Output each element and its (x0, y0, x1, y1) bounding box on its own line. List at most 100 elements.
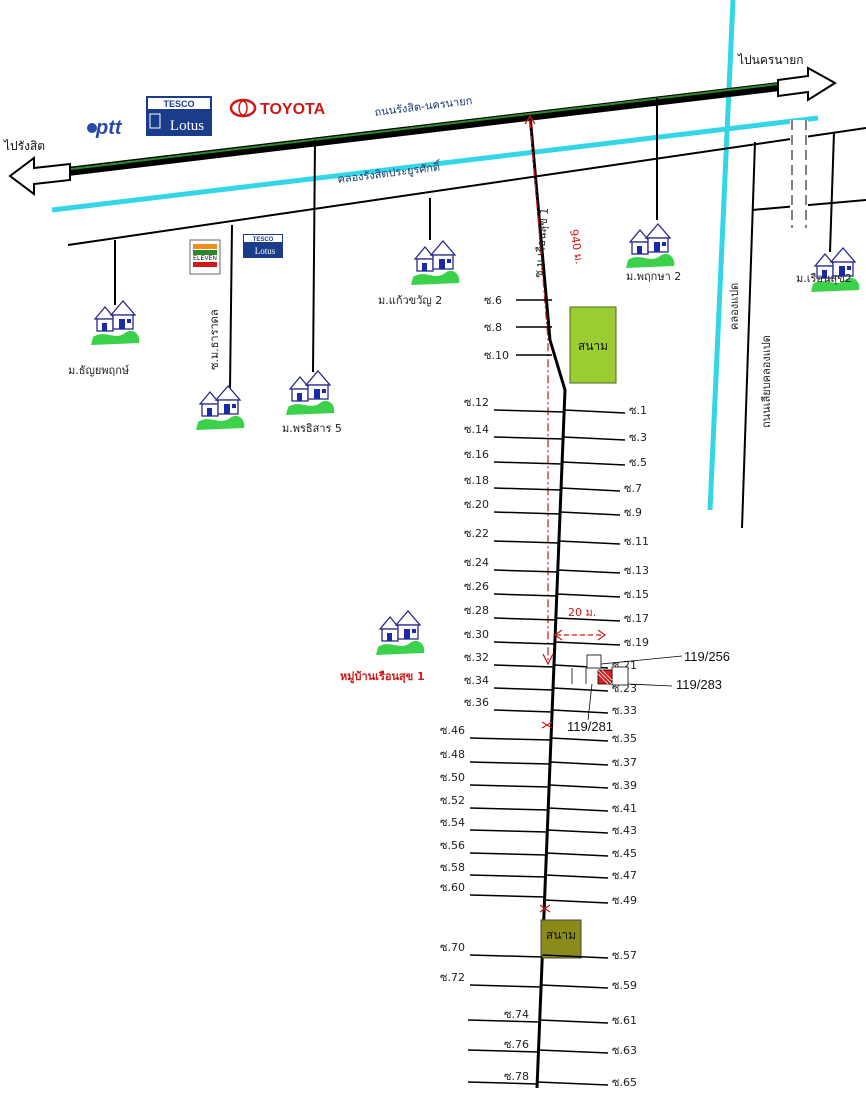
left-soi-label: ซ.72 (440, 971, 465, 984)
right-edge-road (829, 131, 835, 253)
house-119-283: 119/283 (676, 677, 722, 692)
arrow-to-rangsit (8, 156, 71, 196)
village-kaewkwan-label: ม.แก้วขวัญ 2 (378, 294, 442, 307)
village-kaewkwan-icon (410, 240, 460, 286)
right-soi-line (555, 617, 621, 622)
khlong-paet-label: คลองแปด (728, 283, 741, 330)
tesco-lotus-logo: TESCO Lotus (146, 96, 212, 136)
field-top (569, 306, 617, 384)
highway-label: ถนนรังสิต-นครนายก (374, 94, 473, 119)
left-soi-line (467, 1049, 539, 1053)
right-soi-line (541, 984, 609, 989)
left-soi-line (493, 664, 554, 668)
field-bottom-label: สนาม (546, 928, 576, 942)
left-soi-line (493, 569, 558, 573)
left-soi-line (469, 954, 543, 958)
left-soi-line (493, 617, 556, 621)
canal-label: คลองรังสิตประยูรศักดิ์ (337, 158, 443, 186)
right-soi-label: ซ.5 (629, 456, 647, 469)
left-soi-line (493, 461, 563, 465)
left-soi-line (469, 852, 547, 856)
village-pornsisan-icon (285, 370, 335, 416)
house-119-281: 119/281 (567, 719, 613, 734)
left-soi-line (493, 641, 555, 645)
right-soi-line (544, 899, 609, 904)
right-soi-line (557, 569, 621, 574)
left-soi-label: ซ.26 (464, 580, 489, 593)
tesco-text: TESCO (163, 99, 194, 109)
left-soi-label: ซ.22 (464, 527, 489, 540)
khlong-paet-road (741, 141, 756, 529)
left-soi-label: ซ.10 (484, 349, 509, 362)
left-soi-label: ซ.56 (440, 839, 465, 852)
right-soi-label: ซ.15 (624, 588, 649, 601)
left-soi-line (467, 1019, 540, 1023)
left-soi-label: ซ.50 (440, 771, 465, 784)
left-soi-line (493, 409, 565, 413)
left-soi-line (469, 874, 546, 878)
left-soi-label: ซ.18 (464, 474, 489, 487)
left-soi-group: ซ.6ซ.8ซ.10ซ.12ซ.14ซ.16ซ.18ซ.20ซ.22ซ.24ซ.… (440, 294, 565, 1085)
left-soi-label: ซ.70 (440, 941, 465, 954)
left-soi-label: ซ.32 (464, 651, 489, 664)
right-soi-label: ซ.47 (612, 869, 637, 882)
left-soi-label: ซ.28 (464, 604, 489, 617)
right-soi-line (553, 687, 609, 692)
tesco-small-text: TESCO (253, 237, 274, 243)
main-highway (29, 79, 801, 181)
arrow-to-nakhonnayok (777, 66, 837, 102)
left-soi-line (493, 436, 564, 440)
left-soi-label: ซ.60 (440, 881, 465, 894)
left-soi-label: ซ.6 (484, 294, 502, 307)
right-soi-label: ซ.61 (612, 1014, 637, 1027)
left-soi-label: ซ.46 (440, 724, 465, 737)
right-soi-label: ซ.17 (624, 612, 649, 625)
lotus-small-text: Lotus (255, 246, 276, 256)
left-soi-label: ซ.52 (440, 794, 465, 807)
village-thanya-label: ม.ธัญยพฤกษ์ (68, 364, 129, 377)
seven-eleven-logo: ELEVEN (189, 239, 221, 275)
village-pornsisan-label: ม.พรธิสาร 5 (282, 422, 342, 435)
right-soi-label: ซ.9 (624, 506, 642, 519)
right-soi-line (552, 709, 609, 714)
right-soi-label: ซ.63 (612, 1044, 637, 1057)
right-soi-line (537, 1081, 609, 1086)
left-soi-label: ซ.8 (484, 321, 502, 334)
left-soi-line (493, 540, 559, 544)
right-soi-line (561, 487, 621, 492)
main-soi-label: ซ.ม.เรือนสุข 1 (532, 207, 551, 278)
right-soi-line (538, 1049, 609, 1054)
right-soi-line (547, 829, 609, 834)
left-soi-label: ซ.14 (464, 423, 489, 436)
right-soi-line (549, 784, 609, 789)
left-soi-label: ซ.74 (504, 1008, 529, 1021)
tesco-lotus-small-logo: TESCO Lotus (243, 234, 283, 258)
side-road (751, 199, 866, 211)
left-soi-line (493, 709, 553, 713)
right-soi-group: ซ.1ซ.3ซ.5ซ.7ซ.9ซ.11ซ.13ซ.15ซ.17ซ.19ซ.21ซ… (537, 404, 649, 1089)
distance-line (529, 119, 549, 662)
left-soi-label: ซ.24 (464, 556, 489, 569)
left-soi-label: ซ.76 (504, 1038, 529, 1051)
left-soi-line (469, 984, 542, 988)
right-soi-label: ซ.43 (612, 824, 637, 837)
house-119-256: 119/256 (684, 649, 730, 664)
toyota-text: TOYOTA (260, 101, 326, 118)
road-pornsisan (312, 139, 316, 373)
frontage-road (67, 127, 866, 246)
left-soi-label: ซ.12 (464, 396, 489, 409)
left-soi-label: ซ.36 (464, 696, 489, 709)
left-soi-line (469, 894, 545, 898)
right-soi-label: ซ.41 (612, 802, 637, 815)
left-soi-line (493, 487, 562, 491)
right-soi-line (551, 737, 609, 742)
right-soi-label: ซ.65 (612, 1076, 637, 1089)
left-soi-line (469, 807, 549, 811)
width-label: 20 ม. (568, 606, 596, 619)
ptt-logo: ptt (87, 117, 123, 139)
rangsit-canal (51, 115, 819, 213)
khlong-paet-road-label: ถนนเลียบคลองแปด (760, 335, 773, 428)
right-soi-label: ซ.39 (612, 779, 637, 792)
left-soi-line (467, 1081, 538, 1085)
